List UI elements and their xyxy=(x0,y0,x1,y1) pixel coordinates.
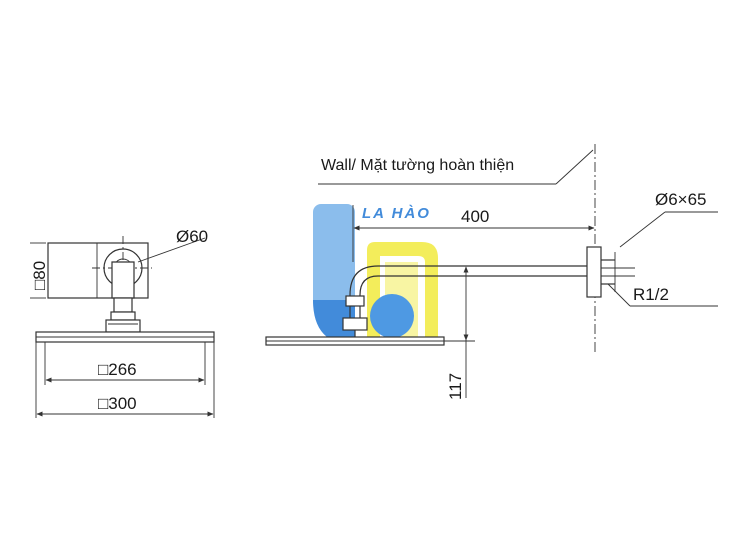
ball-joint xyxy=(113,297,133,313)
side-ball-joint xyxy=(345,295,365,307)
pipe-label: Ø6×65 xyxy=(655,190,707,209)
logo-text: LA HÀO xyxy=(362,205,431,222)
flange-dia-leader xyxy=(137,237,206,263)
thread-label: R1/2 xyxy=(633,285,669,304)
thread-leader xyxy=(607,283,631,307)
flange-h-label: □80 xyxy=(30,261,49,290)
elbow-inner xyxy=(359,275,379,318)
front-view: Ø60 □80 □266 □300 xyxy=(30,227,215,418)
side-view: 400 117 Ø6×65 R1/2 Wall/ Mặt tường hoàn … xyxy=(265,144,718,400)
side-connector xyxy=(342,317,368,331)
logo-blue-circle xyxy=(370,294,414,338)
flange-dia-label: Ø60 xyxy=(176,227,208,246)
pipe-leader xyxy=(619,211,666,248)
head-inner-label: □266 xyxy=(98,360,137,379)
wall-leader xyxy=(555,149,594,185)
elbow-outer xyxy=(349,265,379,318)
logo-yellow-arch xyxy=(367,242,438,340)
wall-label: Wall/ Mặt tường hoàn thiện xyxy=(321,157,514,174)
head-outer-label: □300 xyxy=(98,394,137,413)
drop-label: 117 xyxy=(446,373,465,400)
arm-elbow xyxy=(111,261,135,299)
head-mount xyxy=(105,319,141,333)
logo-watermark: LA HÀO xyxy=(313,204,438,345)
length-label: 400 xyxy=(461,207,489,226)
logo-blue-bar xyxy=(313,204,355,310)
connector-nut xyxy=(110,311,136,321)
logo-blue-curve xyxy=(313,300,355,345)
wall-flange xyxy=(586,246,602,298)
